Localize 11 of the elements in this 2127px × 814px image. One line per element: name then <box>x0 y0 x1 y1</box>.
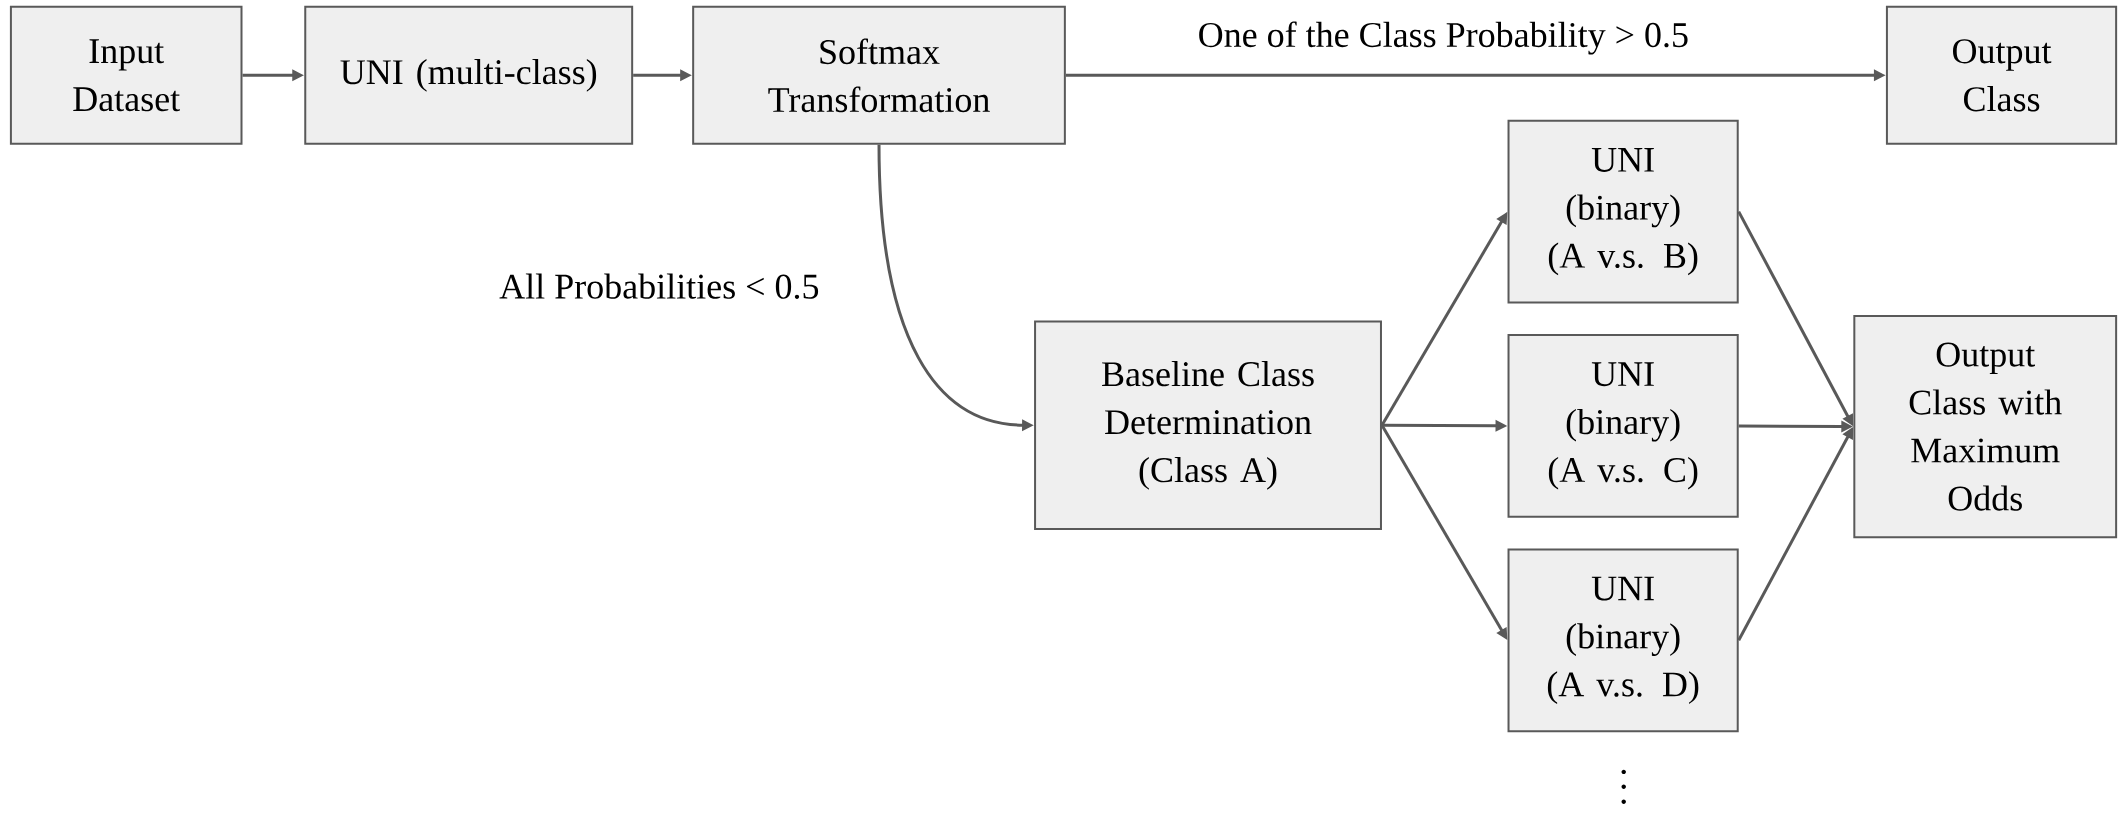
process-box: UNI (multi-class) <box>304 5 634 145</box>
process-box: UNI (binary) (A v.s. C) <box>1507 334 1739 518</box>
process-box: Input Dataset <box>9 5 243 145</box>
process-box: Softmax Transformation <box>692 5 1066 145</box>
process-box: Baseline Class Determination (Class A) <box>1034 320 1382 531</box>
edge-label: All Probabilities < 0.5 <box>497 271 822 301</box>
process-box: UNI (binary) (A v.s. D) <box>1507 548 1739 733</box>
process-box: Output Class with Maximum Odds <box>1853 315 2118 539</box>
process-box: Output Class <box>1885 5 2118 145</box>
process-box: UNI (binary) (A v.s. B) <box>1507 119 1739 304</box>
edge-label: One of the Class Probability > 0.5 <box>1195 19 1691 57</box>
